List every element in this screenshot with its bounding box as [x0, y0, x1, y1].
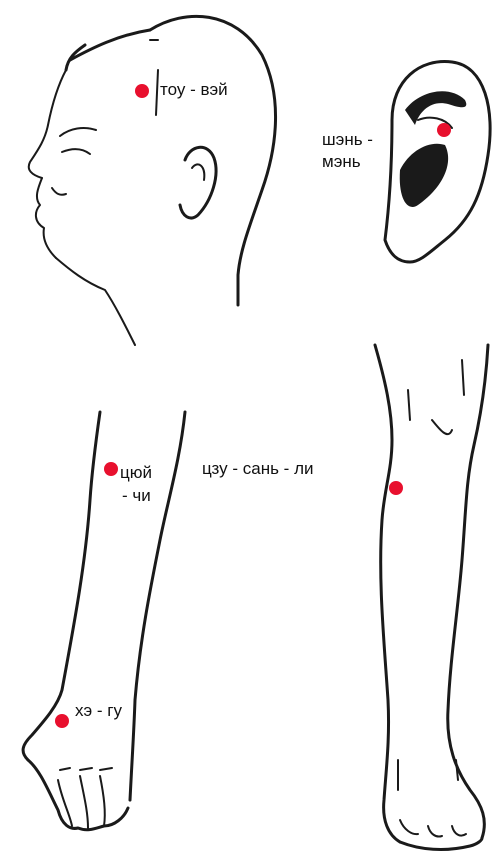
leg-drawing	[375, 345, 488, 849]
tou-vei-point	[135, 84, 149, 98]
he-gu-point	[55, 714, 69, 728]
tszu-san-li-label: цзу - сань - ли	[202, 459, 313, 479]
hairline-top	[70, 30, 150, 60]
eye-shape	[62, 149, 90, 154]
eyebrow	[60, 128, 96, 136]
shen-men-point	[437, 123, 451, 137]
tou-vei-label: тоу - вэй	[160, 80, 228, 100]
ear-helix-shadow	[405, 91, 466, 125]
ear-concha-shadow	[400, 144, 448, 207]
head-back-outline	[150, 16, 276, 305]
finger-line-3	[100, 776, 105, 826]
ear-on-head	[180, 147, 216, 218]
ear-inner-fold	[192, 164, 204, 180]
tsyui-chi-point	[104, 462, 118, 476]
toe-lines	[400, 820, 466, 837]
tsyui-chi-label-line1: цюй	[120, 463, 152, 483]
forehead-nose-outline	[29, 70, 66, 178]
finger-line-2	[80, 776, 88, 828]
knuckle-marks	[60, 768, 112, 770]
knee-lines	[408, 360, 464, 434]
hand-outline	[28, 760, 128, 830]
tsyui-chi-label-line2: - чи	[122, 486, 151, 506]
shen-men-label-line1: шэнь -	[322, 130, 373, 150]
leg-left-outline	[375, 345, 400, 842]
ankle-lines	[398, 760, 458, 790]
foot-outline	[400, 838, 482, 849]
ear-drawing	[385, 62, 490, 262]
arm-drawing	[23, 412, 185, 830]
temple-line	[156, 70, 158, 115]
tszu-san-li-point	[389, 481, 403, 495]
he-gu-label: хэ - гу	[75, 701, 122, 721]
chin-neck-outline	[56, 258, 135, 345]
shen-men-label-line2: мэнь	[322, 152, 361, 172]
head-drawing	[29, 16, 276, 345]
leg-right-outline	[448, 345, 488, 838]
mouth-line	[52, 188, 66, 195]
